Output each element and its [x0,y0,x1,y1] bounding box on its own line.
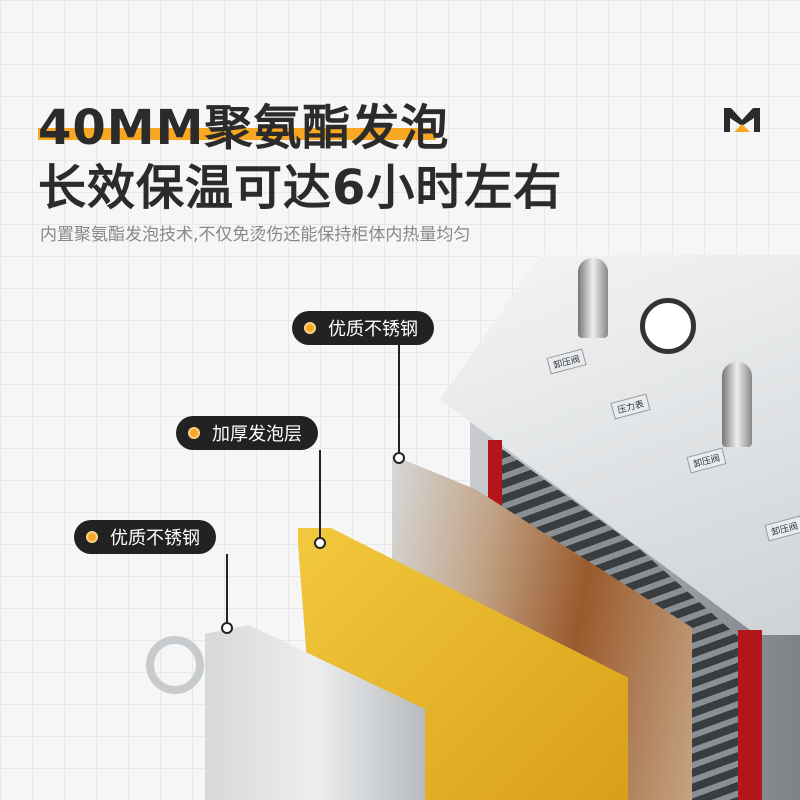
red-seal [738,630,762,800]
callout-label: 优质不锈钢 [110,528,200,549]
headline-line2: 长效保温可达6小时左右 [38,160,563,216]
callout-label: 加厚发泡层 [212,424,302,445]
door-handle-icon [146,636,204,694]
callout-line [319,450,321,542]
relief-valve-icon [578,258,608,338]
callout-label: 优质不锈钢 [328,319,418,340]
relief-valve-icon [722,362,752,447]
bullet-icon [86,531,98,543]
callout-line [226,554,228,626]
callout-foam-layer: 加厚发泡层 [176,416,318,450]
bullet-icon [188,427,200,439]
callout-line [398,345,400,460]
callout-pin [314,537,326,549]
callout-pin [393,452,405,464]
callout-stainless-outer: 优质不锈钢 [74,520,216,554]
pressure-gauge-icon [640,298,696,354]
headline-underline [38,128,436,140]
callout-pin [221,622,233,634]
subtitle: 内置聚氨酯发泡技术,不仅免烫伤还能保持柜体内热量均匀 [40,225,471,245]
headline-line1: 40MM聚氨酯发泡 [38,100,450,156]
callout-stainless-inner: 优质不锈钢 [292,311,434,345]
brand-logo-icon [724,108,760,132]
bullet-icon [304,322,316,334]
